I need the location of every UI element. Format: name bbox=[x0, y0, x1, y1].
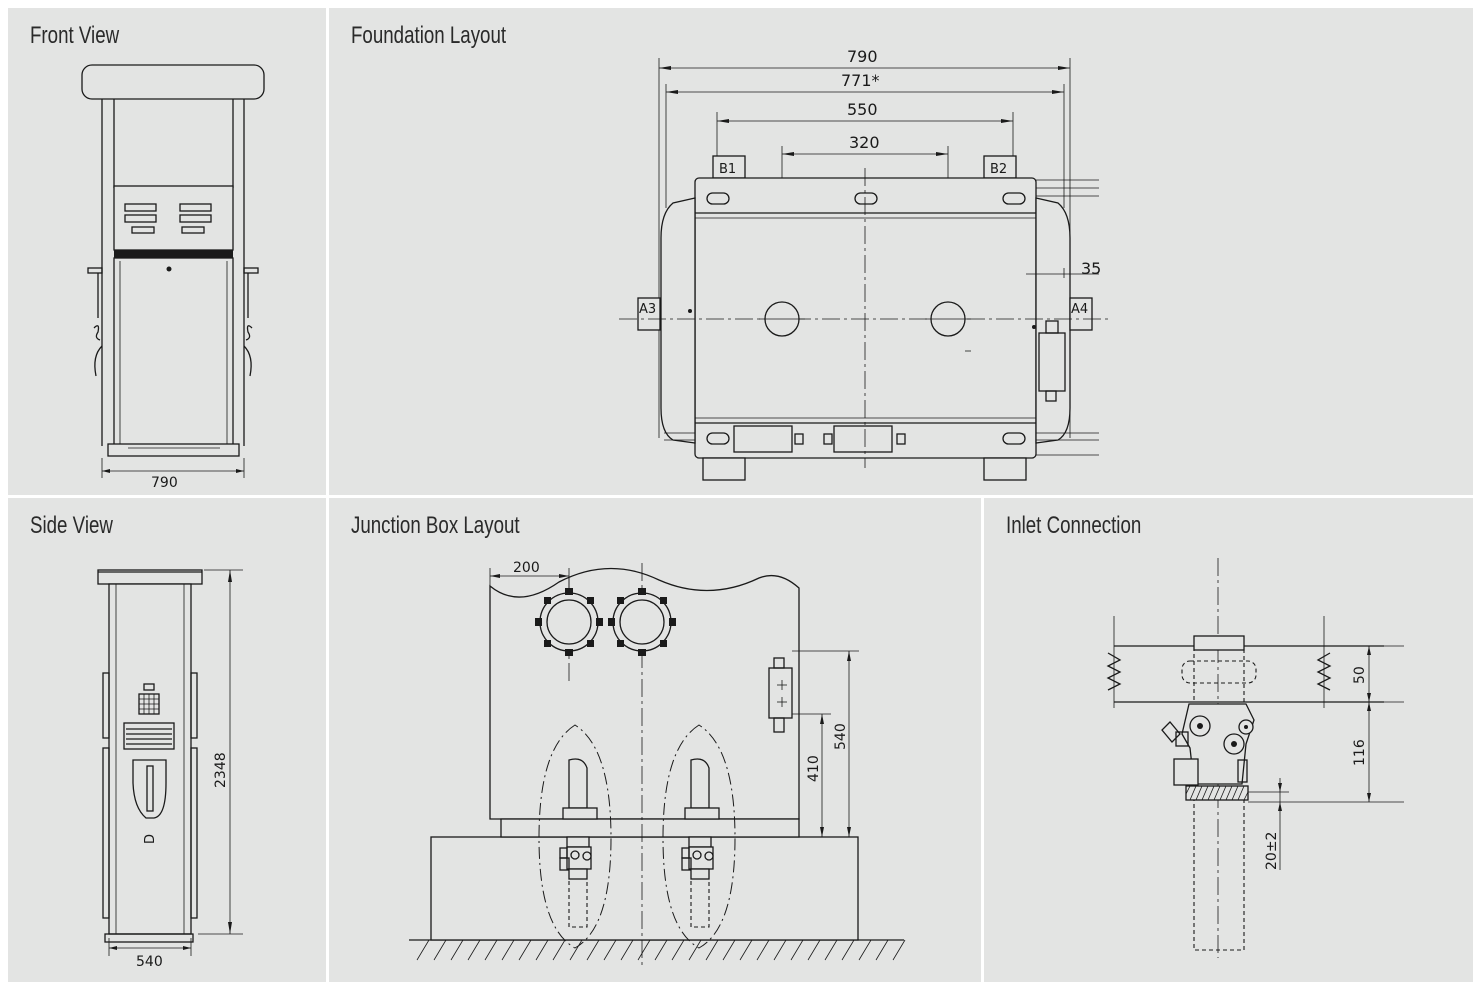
junction-box bbox=[768, 667, 793, 719]
side-depth-dim: 540 bbox=[136, 954, 163, 970]
side-view-title: Side View bbox=[30, 512, 113, 539]
nozzle-boot bbox=[132, 759, 167, 819]
label-a3: A3 bbox=[639, 302, 656, 317]
front-view-drawing: 790 bbox=[81, 64, 265, 491]
foundation-layout-panel: Foundation Layout 790 771* 550 bbox=[329, 8, 1473, 495]
junction-box-layout-title: Junction Box Layout bbox=[351, 512, 520, 539]
pipe-assembly-left bbox=[538, 724, 612, 949]
dim-35: 35 bbox=[1081, 259, 1101, 278]
front-width-dim: 790 bbox=[151, 475, 178, 491]
junction-box-layout-panel: Junction Box Layout bbox=[329, 498, 981, 982]
front-view-title: Front View bbox=[30, 22, 120, 49]
svg-text:320: 320 bbox=[849, 133, 880, 152]
label-a4: A4 bbox=[1071, 302, 1088, 317]
inlet-pipe bbox=[1193, 799, 1245, 951]
solenoid bbox=[1173, 758, 1199, 786]
dim-20: 20±2 bbox=[1264, 832, 1280, 870]
side-body bbox=[108, 583, 192, 935]
side-height-dim: 2348 bbox=[213, 752, 229, 788]
foundation-frame bbox=[694, 177, 1037, 459]
foundation-drawing: 790 771* 550 320 B1 B2 bbox=[619, 47, 1109, 481]
label-b1: B1 bbox=[719, 162, 736, 177]
svg-text:790: 790 bbox=[847, 47, 878, 66]
cable-gland-right bbox=[608, 588, 676, 656]
side-view-drawing: D 2348 540 bbox=[97, 569, 243, 970]
concrete-base bbox=[430, 836, 859, 941]
inlet-connection-title: Inlet Connection bbox=[1006, 512, 1142, 539]
dim-50: 50 bbox=[1352, 666, 1368, 684]
inlet-connection-drawing: 50 116 20±2 bbox=[1106, 558, 1404, 958]
foundation-layout-title: Foundation Layout bbox=[351, 22, 507, 49]
dim-116: 116 bbox=[1352, 739, 1368, 766]
dim-540: 540 bbox=[833, 723, 849, 750]
inlet-pipe-top bbox=[1193, 635, 1245, 651]
svg-text:771*: 771* bbox=[841, 71, 880, 90]
label-b2: B2 bbox=[990, 162, 1007, 177]
front-view-panel: Front View 790 bbox=[8, 8, 326, 495]
dispenser-body bbox=[113, 257, 234, 447]
svg-text:550: 550 bbox=[847, 100, 878, 119]
dim-200: 200 bbox=[513, 560, 540, 576]
side-display bbox=[123, 722, 175, 750]
pipe-assembly-right bbox=[662, 724, 736, 949]
canopy bbox=[81, 64, 265, 100]
dim-410: 410 bbox=[806, 755, 822, 782]
nozzle-label: D bbox=[143, 834, 158, 844]
cable-gland-left bbox=[535, 588, 603, 656]
inlet-connection-panel: Inlet Connection 50 bbox=[984, 498, 1473, 982]
junction-box-drawing: 540 410 200 bbox=[409, 560, 906, 968]
side-view-panel: Side View D bbox=[8, 498, 326, 982]
dim-771: 771* bbox=[665, 71, 1065, 208]
